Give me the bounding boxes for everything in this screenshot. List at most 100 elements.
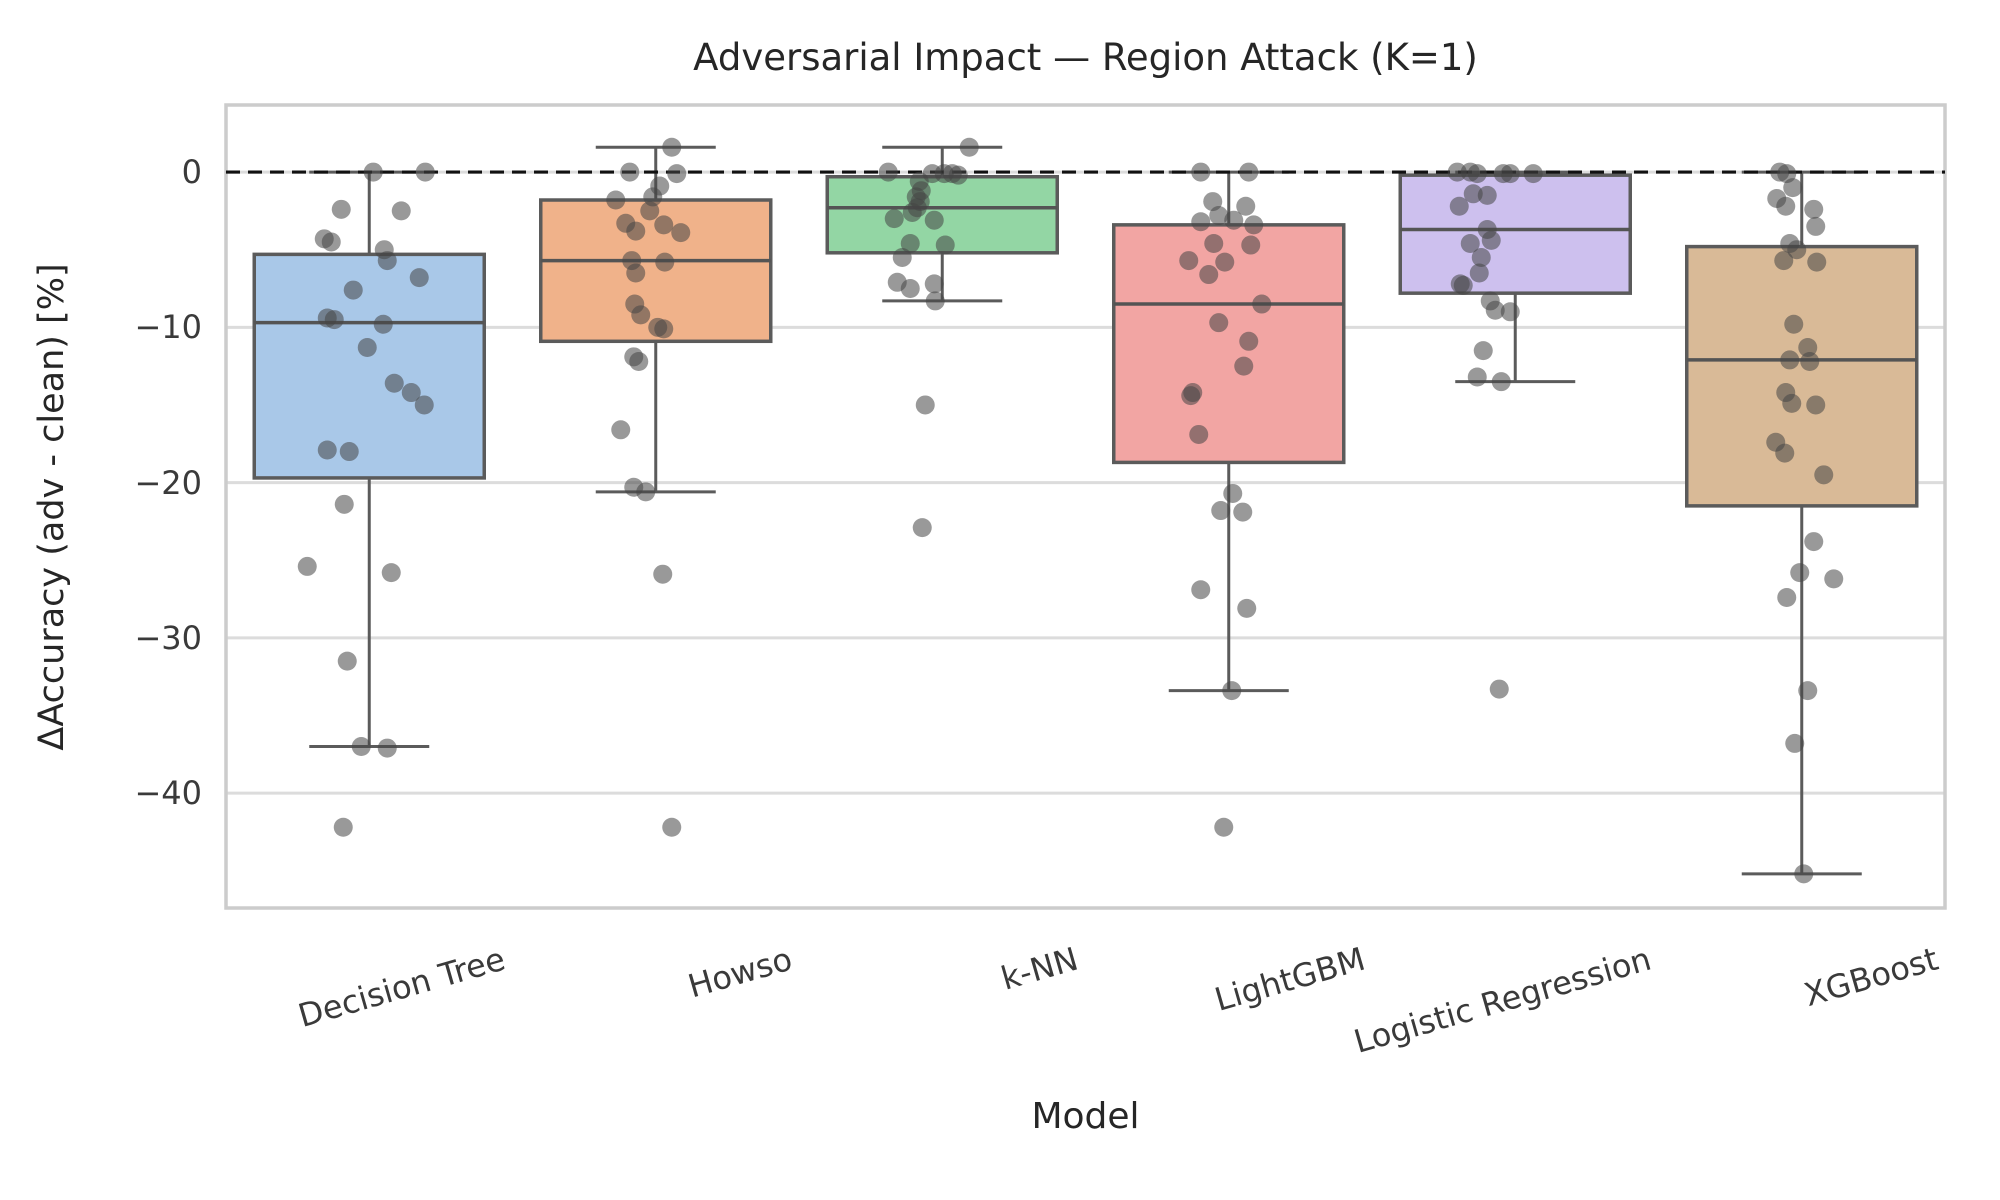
- data-point-Logistic Regression: [1467, 367, 1487, 387]
- y-tick-label-neg10: −10: [134, 308, 202, 346]
- data-point-Logistic Regression: [1463, 184, 1483, 204]
- data-point-XGBoost: [1785, 733, 1805, 753]
- data-point-Decision Tree: [324, 310, 344, 330]
- data-point-k-NN: [900, 279, 920, 299]
- data-point-LightGBM: [1189, 424, 1209, 444]
- data-point-k-NN: [925, 291, 945, 311]
- data-point-XGBoost: [1798, 338, 1818, 358]
- data-point-Decision Tree: [381, 563, 401, 583]
- data-point-Logistic Regression: [1481, 230, 1501, 250]
- data-point-LightGBM: [1204, 233, 1224, 253]
- data-point-Howso: [653, 564, 673, 584]
- data-point-k-NN: [900, 233, 920, 253]
- data-point-Logistic Regression: [1485, 300, 1505, 320]
- data-point-k-NN: [959, 137, 979, 157]
- data-point-LightGBM: [1237, 598, 1257, 618]
- data-point-LightGBM: [1214, 817, 1234, 837]
- data-point-LightGBM: [1252, 294, 1272, 314]
- box-XGBoost: [1685, 244, 1919, 508]
- data-point-XGBoost: [1794, 864, 1814, 884]
- data-point-XGBoost: [1790, 563, 1810, 583]
- data-point-Howso: [606, 190, 626, 210]
- data-point-XGBoost: [1777, 587, 1797, 607]
- data-point-LightGBM: [1244, 215, 1264, 235]
- y-tick-label-neg30: −30: [134, 619, 202, 657]
- data-point-k-NN: [924, 210, 944, 230]
- data-point-LightGBM: [1209, 206, 1229, 226]
- data-point-LightGBM: [1211, 501, 1231, 521]
- data-point-LightGBM: [1181, 386, 1201, 406]
- y-tick-label-0: 0: [181, 153, 202, 191]
- data-point-Decision Tree: [297, 556, 317, 576]
- data-point-XGBoost: [1800, 351, 1820, 371]
- data-point-Howso: [626, 263, 646, 283]
- data-point-Logistic Regression: [1460, 233, 1480, 253]
- data-point-Decision Tree: [414, 395, 434, 415]
- box-Logistic Regression: [1398, 173, 1632, 295]
- data-point-Logistic Regression: [1469, 263, 1489, 283]
- data-point-Decision Tree: [377, 738, 397, 758]
- data-point-Decision Tree: [363, 162, 383, 182]
- data-point-Howso: [636, 482, 656, 502]
- data-point-LightGBM: [1209, 313, 1229, 333]
- data-point-Decision Tree: [384, 373, 404, 393]
- data-point-Decision Tree: [409, 268, 429, 288]
- data-point-Howso: [662, 137, 682, 157]
- y-tick-label-neg40: −40: [134, 774, 202, 812]
- data-point-LightGBM: [1236, 196, 1256, 216]
- data-point-Decision Tree: [337, 651, 357, 671]
- data-point-LightGBM: [1239, 331, 1259, 351]
- data-point-k-NN: [902, 202, 922, 222]
- data-point-Decision Tree: [317, 440, 337, 460]
- data-point-Decision Tree: [391, 201, 411, 221]
- data-point-Logistic Regression: [1500, 164, 1520, 184]
- data-point-Decision Tree: [377, 251, 397, 271]
- data-point-XGBoost: [1776, 196, 1796, 216]
- data-point-Howso: [671, 223, 691, 243]
- data-point-Logistic Regression: [1467, 164, 1487, 184]
- data-point-Logistic Regression: [1477, 185, 1497, 205]
- data-point-XGBoost: [1798, 681, 1818, 701]
- data-point-Howso: [611, 420, 631, 440]
- data-point-k-NN: [924, 274, 944, 294]
- data-point-Decision Tree: [333, 817, 353, 837]
- data-point-XGBoost: [1775, 443, 1795, 463]
- x-axis-title: Model: [1031, 1096, 1140, 1137]
- data-point-Howso: [662, 817, 682, 837]
- data-point-Howso: [626, 221, 646, 241]
- data-point-Decision Tree: [339, 442, 359, 462]
- data-point-Logistic Regression: [1473, 341, 1493, 361]
- data-point-LightGBM: [1179, 251, 1199, 271]
- data-point-XGBoost: [1784, 314, 1804, 334]
- data-point-Decision Tree: [343, 280, 363, 300]
- data-point-LightGBM: [1233, 502, 1253, 522]
- data-point-Logistic Regression: [1489, 679, 1509, 699]
- data-point-k-NN: [884, 209, 904, 229]
- data-point-k-NN: [892, 247, 912, 267]
- data-point-Logistic Regression: [1491, 372, 1511, 392]
- data-point-XGBoost: [1824, 569, 1844, 589]
- data-point-Howso: [631, 305, 651, 325]
- data-point-Howso: [620, 162, 640, 182]
- data-point-Howso: [629, 351, 649, 371]
- data-point-Decision Tree: [331, 199, 351, 219]
- chart-title: Adversarial Impact — Region Attack (K=1): [693, 36, 1478, 79]
- data-point-Decision Tree: [321, 232, 341, 252]
- data-point-XGBoost: [1804, 532, 1824, 552]
- data-point-Logistic Regression: [1523, 164, 1543, 184]
- data-point-k-NN: [935, 235, 955, 255]
- data-point-XGBoost: [1783, 178, 1803, 198]
- data-point-k-NN: [948, 165, 968, 185]
- data-point-LightGBM: [1239, 162, 1259, 182]
- data-point-LightGBM: [1224, 210, 1244, 230]
- data-point-Decision Tree: [351, 737, 371, 757]
- data-point-XGBoost: [1804, 199, 1824, 219]
- data-point-k-NN: [912, 518, 932, 538]
- data-point-k-NN: [915, 395, 935, 415]
- data-point-Decision Tree: [415, 162, 435, 182]
- data-point-XGBoost: [1780, 350, 1800, 370]
- data-point-LightGBM: [1234, 356, 1254, 376]
- data-point-Decision Tree: [401, 383, 421, 403]
